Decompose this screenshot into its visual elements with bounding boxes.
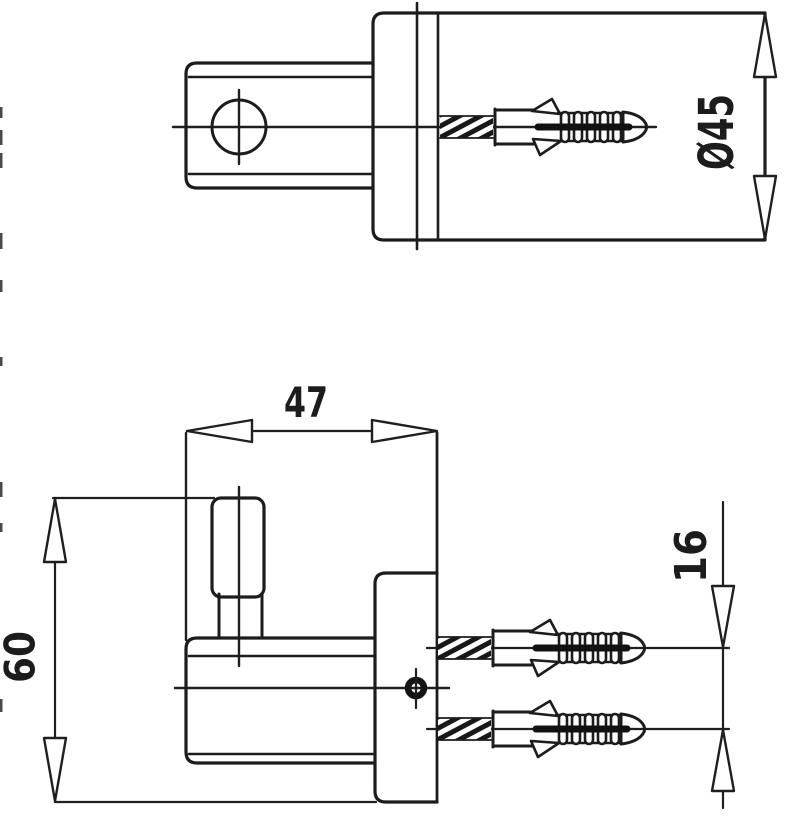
dim-arrow-up — [752, 12, 778, 79]
screw-anchor-top-view — [440, 99, 647, 155]
label-height-60: 60 — [0, 631, 45, 683]
dim-arrow-right — [370, 418, 439, 444]
cover-plate-outline — [371, 11, 767, 242]
dim-arrow-down — [42, 736, 68, 803]
hook-arm-edge-lines — [187, 75, 375, 176]
body-bar-edge-lines — [187, 654, 377, 756]
dimension-diameter-45: Ø45 — [689, 11, 778, 242]
dim-arrow-down — [752, 174, 778, 241]
lower-screw-anchor — [438, 701, 645, 757]
dim-arrow-up — [710, 728, 736, 793]
front-view: 47 — [0, 378, 736, 810]
dim-arrow-left — [185, 418, 254, 444]
dimension-spacing-16: 16 — [666, 500, 736, 810]
label-depth-47: 47 — [284, 378, 328, 427]
hook-arm-outline — [184, 61, 375, 190]
label-spacing-16: 16 — [666, 529, 717, 583]
dim-arrow-up — [42, 497, 68, 564]
hook-peg-stem — [217, 592, 264, 640]
cover-plate-front-view — [373, 571, 439, 804]
top-view: Ø45 — [171, 1, 778, 251]
dimension-depth-47: 47 — [185, 378, 439, 444]
body-bar-outline — [184, 636, 377, 765]
dimension-height-60: 60 — [0, 496, 378, 804]
dim-arrow-down — [710, 584, 736, 649]
upper-screw-anchor — [438, 620, 645, 676]
label-diameter-45: Ø45 — [689, 94, 745, 170]
